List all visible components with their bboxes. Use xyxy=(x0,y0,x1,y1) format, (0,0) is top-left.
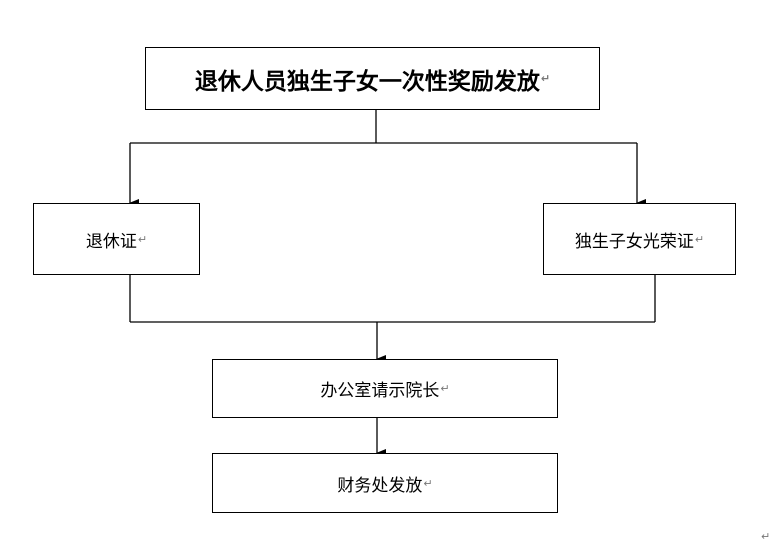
only-child-certificate-text: 独生子女光荣证 xyxy=(574,231,694,252)
title-text: 退休人员独生子女一次性奖励发放 xyxy=(194,68,540,95)
finance-payout-text: 财务处发放 xyxy=(337,475,423,496)
title-box: 退休人员独生子女一次性奖励发放↵ xyxy=(145,47,600,110)
office-request-text: 办公室请示院长 xyxy=(320,381,440,401)
only-child-certificate-box: 独生子女光荣证↵ xyxy=(543,203,736,275)
paragraph-mark-icon: ↵ xyxy=(694,232,705,246)
retirement-certificate-box: 退休证↵ xyxy=(33,203,200,275)
finance-payout-box: 财务处发放↵ xyxy=(212,453,558,513)
office-request-box: 办公室请示院长↵ xyxy=(212,359,558,418)
paragraph-mark-icon: ↵ xyxy=(423,476,433,490)
paragraph-mark-icon: ↵ xyxy=(440,382,450,395)
retirement-certificate-text: 退休证 xyxy=(85,231,137,252)
paragraph-mark-icon: ↵ xyxy=(540,72,551,85)
paragraph-mark-icon: ↵ xyxy=(137,232,148,246)
page-paragraph-mark-icon: ↵ xyxy=(761,530,771,543)
